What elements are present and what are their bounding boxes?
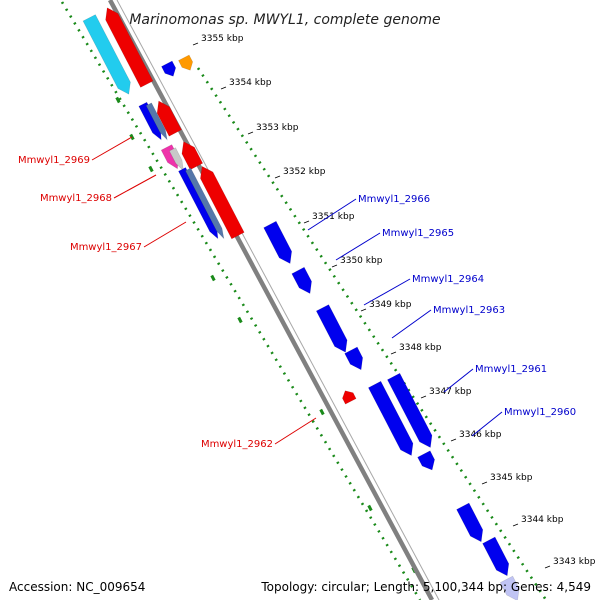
tick-label: 3347 kbp [429, 387, 472, 397]
gene-arrow-red [156, 100, 182, 137]
gene-label-mmwyl1_2967[interactable]: Mmwyl1_2967 [70, 242, 142, 253]
inner-ruler-mark [237, 316, 243, 324]
tick-mark [544, 565, 551, 569]
gene-arrow-blue [315, 304, 348, 353]
tick-label: 3348 kbp [399, 343, 442, 353]
gene-label-mmwyl1_2963[interactable]: Mmwyl1_2963 [433, 305, 505, 316]
inner-ruler-mark [210, 274, 216, 282]
inner-ruler-mark [148, 165, 154, 173]
gene-arrow-grey [168, 147, 184, 172]
inner-ruler-mark [115, 96, 121, 104]
gene-label-leader [363, 278, 411, 306]
dotted-rulers [60, 1, 548, 600]
tick-label: 3354 kbp [229, 78, 272, 88]
tick-label: 3355 kbp [201, 34, 244, 44]
tick-label: 3349 kbp [369, 300, 412, 310]
gene-arrow-blue [386, 372, 433, 448]
tick-mark [220, 86, 227, 90]
map-title: Marinomonas sp. MWYL1, complete genome [129, 12, 440, 28]
gene-arrow-blue [344, 346, 364, 371]
gene-label-mmwyl1_2961[interactable]: Mmwyl1_2961 [475, 364, 547, 375]
gene-arrow-steelblue [184, 167, 225, 240]
gene-arrow-red-small [342, 390, 357, 405]
accession-text: Accession: NC_009654 [9, 580, 146, 594]
genome-summary-text: Topology: circular; Length: 5,100,344 bp… [261, 580, 591, 594]
gene-label-mmwyl1_2960[interactable]: Mmwyl1_2960 [504, 407, 576, 418]
tick-label: 3343 kbp [553, 557, 596, 567]
gene-label-mmwyl1_2968[interactable]: Mmwyl1_2968 [40, 193, 112, 204]
gene-label-mmwyl1_2966[interactable]: Mmwyl1_2966 [358, 194, 430, 205]
tick-label: 3350 kbp [340, 256, 383, 266]
gene-arrow-red [200, 165, 245, 240]
tick-mark [420, 395, 427, 399]
tick-track: 3355 kbp 3354 kbp 3353 kbp 3352 kbp 3351 kbp… [192, 34, 596, 569]
gene-label-leader [443, 368, 474, 393]
gene-label-leader [391, 309, 432, 339]
gene-arrow-blue [417, 450, 435, 471]
inner-ruler-mark [367, 504, 373, 512]
tick-mark [360, 308, 367, 312]
gene-label-track: Mmwyl1_2969Mmwyl1_2968Mmwyl1_2967Mmwyl1_… [18, 136, 576, 450]
inner-dots [60, 1, 422, 600]
gene-label-leader [91, 136, 133, 161]
gene-label-mmwyl1_2969[interactable]: Mmwyl1_2969 [18, 155, 90, 166]
gene-arrow-red [105, 7, 154, 88]
gene-arrow-light [499, 575, 520, 600]
tick-label: 3352 kbp [283, 167, 326, 177]
tick-label: 3353 kbp [256, 123, 299, 133]
gene-arrow-blue [456, 502, 484, 543]
gene-label-leader [335, 232, 381, 261]
outer-dots [196, 67, 548, 600]
gene-arrow-blue [367, 380, 414, 456]
tick-label: 3346 kbp [459, 430, 502, 440]
gene-arrow-cyan [82, 14, 131, 95]
tick-label: 3351 kbp [312, 212, 355, 222]
backbone [108, 0, 440, 600]
gene-arrow-orange [178, 54, 194, 71]
gene-label-mmwyl1_2962[interactable]: Mmwyl1_2962 [201, 439, 273, 450]
tick-mark [247, 131, 254, 135]
gene-label-leader [113, 174, 157, 199]
tick-label: 3344 kbp [521, 515, 564, 525]
backbone-line-edge [116, 0, 440, 600]
tick-mark [450, 438, 457, 442]
tick-mark [303, 220, 310, 224]
gene-label-mmwyl1_2965[interactable]: Mmwyl1_2965 [382, 228, 454, 239]
gene-label-mmwyl1_2964[interactable]: Mmwyl1_2964 [412, 274, 484, 285]
gene-arrow-blue-small [161, 60, 177, 77]
tick-label: 3345 kbp [490, 473, 533, 483]
tick-mark [481, 481, 488, 485]
gene-arrow-blue [291, 266, 312, 294]
tick-mark [192, 42, 199, 46]
tick-mark [512, 523, 519, 527]
gene-arrow-blue [263, 220, 293, 264]
inner-ruler-mark [319, 408, 325, 416]
gene-arrow-steelblue [145, 102, 168, 141]
tick-mark [331, 264, 338, 268]
gene-label-leader [471, 411, 503, 437]
feature-track [82, 7, 520, 600]
tick-mark [390, 351, 397, 355]
gene-arrow-blue [482, 536, 510, 577]
gene-label-leader [307, 198, 357, 231]
gene-arrow-red [181, 141, 204, 171]
gene-label-leader [143, 221, 187, 248]
backbone-line [108, 0, 434, 600]
tick-mark [274, 175, 281, 179]
gene-label-leader [274, 417, 317, 445]
